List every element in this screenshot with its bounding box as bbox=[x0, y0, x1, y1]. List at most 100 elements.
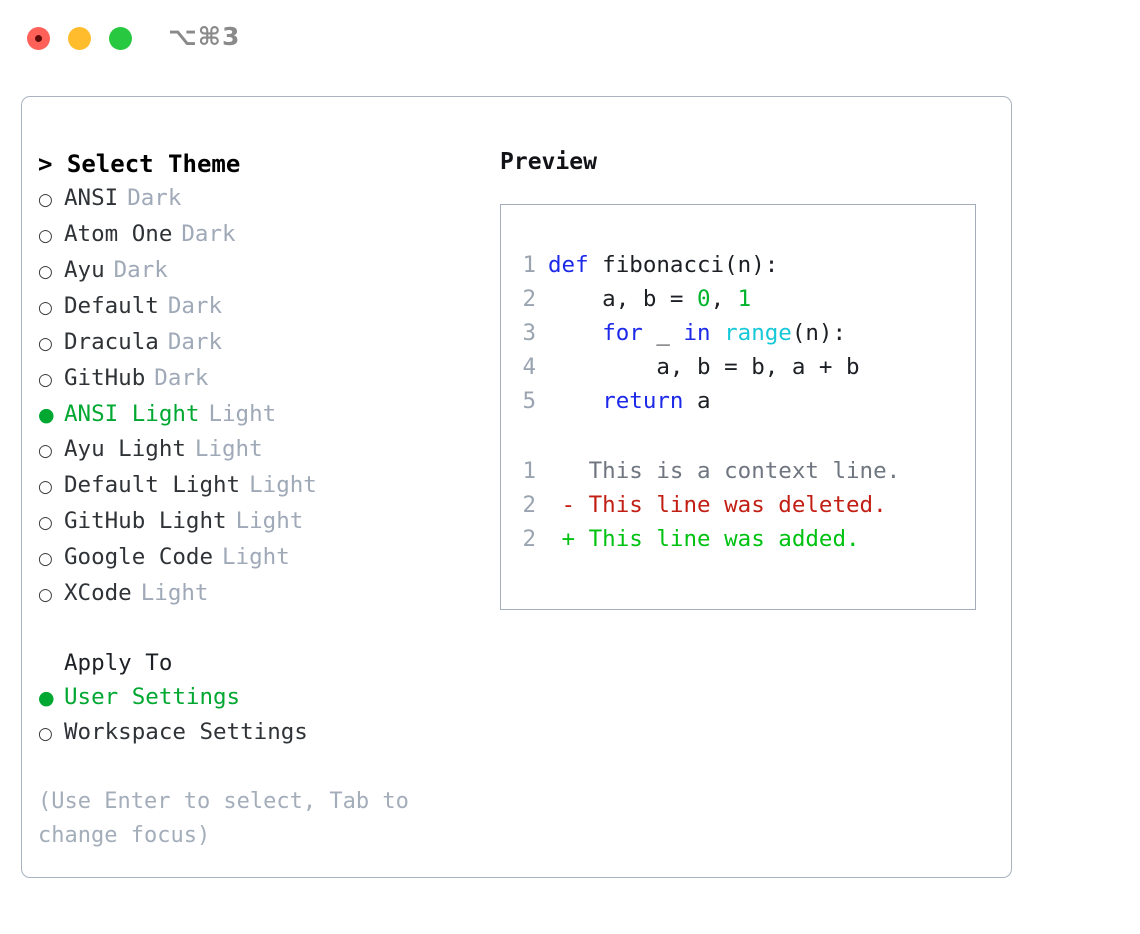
theme-variant-tag: Dark bbox=[154, 365, 209, 391]
theme-variant-tag: Light bbox=[235, 508, 304, 534]
traffic-lights bbox=[27, 27, 132, 50]
scope-option-label: User Settings bbox=[64, 684, 241, 710]
theme-option[interactable]: ○ Dracula Dark bbox=[38, 325, 478, 361]
keyboard-shortcut-label: ⌥⌘3 bbox=[168, 22, 241, 51]
code-token: in bbox=[683, 320, 711, 346]
diff-line-del: 2 - This line was deleted. bbox=[518, 488, 900, 522]
diff-line-context: 1 This is a context line. bbox=[518, 454, 900, 488]
title-bar: ⌥⌘3 bbox=[0, 0, 1140, 78]
code-token bbox=[548, 320, 602, 346]
theme-variant-tag: Light bbox=[222, 544, 290, 570]
radio-unselected-icon: ○ bbox=[38, 262, 53, 282]
code-token: def bbox=[548, 252, 589, 278]
theme-option-label: XCode bbox=[64, 580, 132, 606]
diff-line-add: 2 + This line was added. bbox=[518, 522, 900, 556]
theme-option-label: GitHub Light bbox=[64, 508, 227, 534]
code-line: 4 a, b = b, a + b bbox=[518, 350, 860, 384]
theme-variant-tag: Light bbox=[249, 472, 317, 498]
line-number: 3 bbox=[522, 320, 536, 346]
radio-unselected-icon: ○ bbox=[38, 585, 53, 605]
radio-unselected-icon: ○ bbox=[38, 513, 53, 533]
radio-unselected-icon: ○ bbox=[38, 441, 53, 461]
theme-option[interactable]: ○ GitHub Light Light bbox=[38, 504, 478, 540]
diff-text: + This line was added. bbox=[548, 526, 860, 552]
theme-option[interactable]: ● ANSI Light Light bbox=[38, 397, 478, 432]
theme-option-label: ANSI Light bbox=[64, 401, 200, 427]
close-button[interactable] bbox=[27, 27, 50, 50]
page-title: > Select Theme bbox=[38, 150, 241, 178]
maximize-button[interactable] bbox=[109, 27, 132, 50]
theme-option[interactable]: ○ Default Dark bbox=[38, 289, 478, 325]
radio-unselected-icon: ○ bbox=[38, 190, 53, 210]
scope-option-label: Workspace Settings bbox=[64, 719, 308, 745]
code-token: range bbox=[724, 320, 792, 346]
diff-text: This is a context line. bbox=[548, 458, 901, 484]
radio-unselected-icon: ○ bbox=[38, 370, 53, 390]
theme-option-label: Default Light bbox=[64, 472, 241, 498]
apply-to-title: Apply To bbox=[64, 650, 173, 676]
theme-option[interactable]: ○ Google Code Light bbox=[38, 540, 478, 576]
code-token: 0 bbox=[697, 286, 711, 312]
apply-to-list[interactable]: ●User Settings ○ Workspace Settings bbox=[38, 680, 478, 751]
line-number: 5 bbox=[522, 388, 536, 414]
theme-option[interactable]: ○ XCode Light bbox=[38, 576, 478, 612]
scope-option[interactable]: ○ Workspace Settings bbox=[38, 715, 478, 751]
theme-variant-tag: Dark bbox=[127, 185, 182, 211]
code-line: 3 for _ in range(n): bbox=[518, 316, 860, 350]
theme-option[interactable]: ○ GitHub Dark bbox=[38, 361, 478, 397]
theme-option-label: ANSI bbox=[64, 185, 119, 211]
theme-variant-tag: Light bbox=[140, 580, 209, 606]
theme-variant-tag: Light bbox=[194, 436, 263, 462]
theme-variant-tag: Light bbox=[208, 401, 277, 427]
code-token: 1 bbox=[737, 286, 752, 312]
radio-selected-icon: ● bbox=[38, 404, 55, 426]
diff-sample: 1 This is a context line.2 - This line w… bbox=[518, 454, 900, 556]
radio-unselected-icon: ○ bbox=[38, 549, 53, 569]
line-number: 2 bbox=[522, 526, 536, 552]
theme-option-label: Default bbox=[64, 293, 159, 319]
preview-title: Preview bbox=[500, 149, 597, 175]
code-token: a bbox=[683, 388, 711, 414]
theme-option[interactable]: ○ ANSI Dark bbox=[38, 181, 478, 217]
code-token: a, b = b, a + b bbox=[548, 354, 860, 380]
theme-variant-tag: Dark bbox=[181, 221, 236, 247]
theme-option-label: Ayu Light bbox=[64, 436, 186, 462]
spacer bbox=[38, 612, 478, 646]
radio-unselected-icon: ○ bbox=[38, 226, 53, 246]
code-token bbox=[711, 320, 725, 346]
code-token: fibonacci(n): bbox=[588, 252, 779, 278]
keyboard-hint: (Use Enter to select, Tab to change focu… bbox=[38, 789, 423, 848]
theme-variant-tag: Dark bbox=[113, 257, 168, 283]
radio-unselected-icon: ○ bbox=[38, 477, 53, 497]
line-number: 2 bbox=[522, 286, 536, 312]
code-line: 2 a, b = 0, 1 bbox=[518, 282, 860, 316]
theme-option[interactable]: ○ Ayu Dark bbox=[38, 253, 478, 289]
radio-unselected-icon: ○ bbox=[38, 298, 53, 318]
theme-variant-tag: Dark bbox=[167, 293, 223, 319]
theme-option-label: GitHub bbox=[64, 365, 146, 391]
radio-unselected-icon: ○ bbox=[38, 724, 53, 744]
radio-unselected-icon: ○ bbox=[38, 334, 53, 354]
theme-option-label: Dracula bbox=[64, 329, 159, 355]
theme-option[interactable]: ○ Ayu Light Light bbox=[38, 432, 478, 468]
theme-variant-tag: Dark bbox=[167, 329, 223, 355]
theme-option-label: Ayu bbox=[64, 257, 105, 283]
theme-option[interactable]: ○ Default Light Light bbox=[38, 468, 478, 504]
theme-option-label: Google Code bbox=[64, 544, 214, 570]
code-token: , bbox=[710, 286, 738, 312]
code-token: a, b = bbox=[548, 286, 698, 312]
diff-text: - This line was deleted. bbox=[548, 492, 887, 518]
minimize-button[interactable] bbox=[68, 27, 91, 50]
line-number: 4 bbox=[522, 354, 536, 380]
line-number: 1 bbox=[522, 458, 536, 484]
scope-option[interactable]: ●User Settings bbox=[38, 680, 478, 715]
line-number: 2 bbox=[522, 492, 536, 518]
